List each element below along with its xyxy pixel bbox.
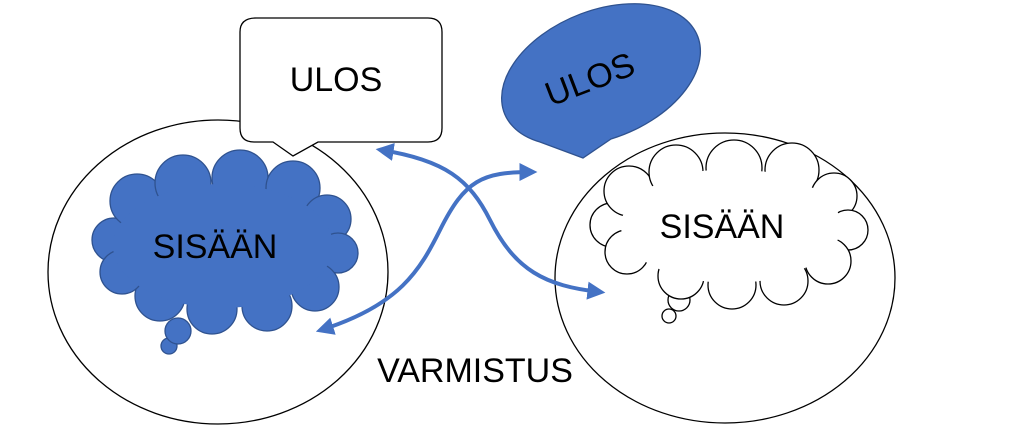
connector-label: VARMISTUS — [377, 352, 573, 390]
left-speech-bubble — [239, 17, 443, 157]
arrow-left-speech-to-right-thought — [375, 143, 606, 300]
left-thought-trail-dot-large — [164, 317, 192, 345]
right-speech-bubble — [501, 3, 702, 159]
left-speech-text: ULOS — [290, 61, 383, 99]
right-thought-bubble — [589, 139, 869, 324]
right-thought-trail-dot-small — [661, 308, 677, 324]
right-thought-text: SISÄÄN — [660, 208, 785, 246]
left-thought-text: SISÄÄN — [153, 228, 278, 266]
